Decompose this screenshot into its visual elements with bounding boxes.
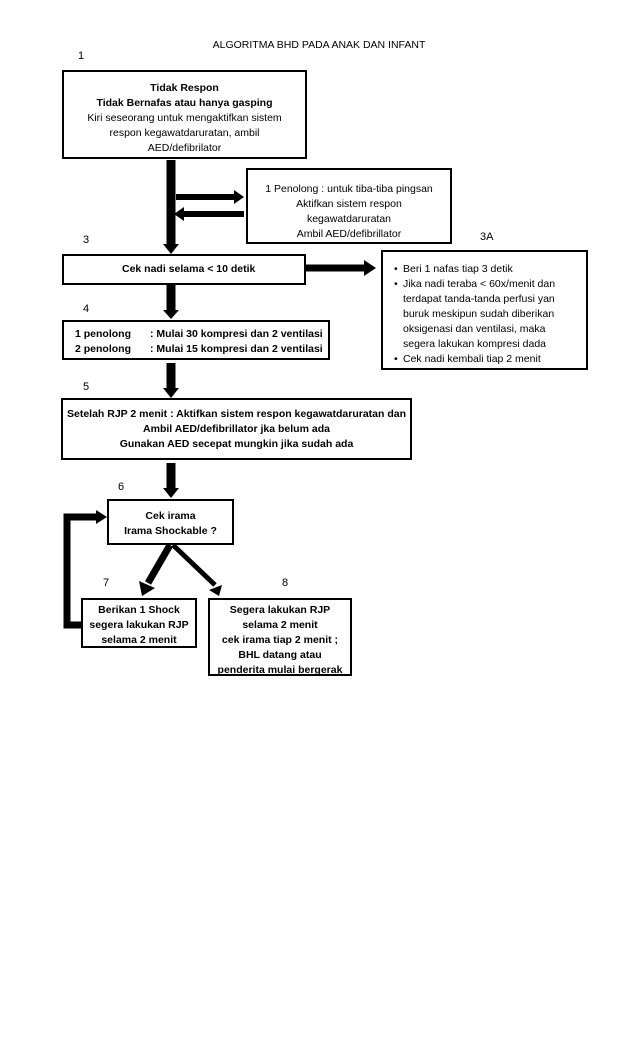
step-5-line-2: Ambil AED/defibrillator jka belum ada: [143, 423, 330, 435]
step-7-line-1: Berikan 1 Shock: [98, 604, 180, 616]
arrowhead-4-to-5: [163, 388, 179, 398]
step-8-line-4: BHL datang atau: [238, 649, 322, 661]
page-title: ALGORITMA BHD PADA ANAK DAN INFANT: [212, 39, 426, 51]
step-6-line-2: Irama Shockable ?: [124, 525, 217, 537]
step-8-box: Segera lakukan RJP selama 2 menit cek ir…: [208, 598, 352, 676]
step-1-line-2: Tidak Bernafas atau hanya gasping: [96, 97, 273, 109]
arrow-6-to-7: [144, 543, 174, 585]
step-3a-number: 3A: [480, 231, 494, 243]
step-1-line-1: Tidak Respon: [150, 82, 219, 94]
step-1-number: 1: [78, 50, 85, 62]
step-1-line-5: AED/defibrilator: [147, 142, 222, 154]
arrowhead-6-to-7: [139, 581, 155, 596]
step-1-line-4: respon kegawatdaruratan, ambil: [109, 127, 260, 139]
step-8-line-5: penderita mulai bergerak: [217, 664, 343, 676]
step-3a-bullet-list: Beri 1 nafas tiap 3 detik Jika nadi tera…: [394, 262, 580, 367]
step-4-row-2-value: : Mulai 15 kompresi dan 2 ventilasi: [150, 343, 323, 355]
step-4-row-2: 2 penolong : Mulai 15 kompresi dan 2 ven…: [75, 342, 328, 357]
arrow-6-to-8: [171, 543, 217, 587]
step-4-row-2-label: 2 penolong: [75, 343, 131, 355]
step-5-line-1: Setelah RJP 2 menit : Aktifkan sistem re…: [66, 408, 407, 420]
step-8-line-3: cek irama tiap 2 menit ;: [221, 634, 339, 646]
arrowhead-5-to-6: [163, 488, 179, 498]
step-7-line-3: selama 2 menit: [101, 634, 177, 646]
step-3-number: 3: [83, 234, 90, 246]
step-3a-bullet: Jika nadi teraba < 60x/menit dan terdapa…: [394, 277, 580, 352]
arrowhead-1-to-3: [163, 244, 179, 254]
step-6-box: Cek irama Irama Shockable ?: [107, 499, 234, 545]
step-1-line-3: Kiri seseorang untuk mengaktifkan sistem: [87, 112, 282, 124]
step-7-number: 7: [103, 577, 110, 589]
step-2-line-1: 1 Penolong : untuk tiba-tiba pingsan: [265, 183, 433, 195]
step-5-box: Setelah RJP 2 menit : Aktifkan sistem re…: [61, 398, 412, 460]
step-4-row-1-value: : Mulai 30 kompresi dan 2 ventilasi: [150, 328, 323, 340]
step-3-text: Cek nadi selama < 10 detik: [122, 263, 256, 275]
step-4-row-1: 1 penolong : Mulai 30 kompresi dan 2 ven…: [75, 327, 328, 342]
step-6-number: 6: [118, 481, 125, 493]
loop-7-to-6: [63, 513, 96, 629]
step-1-box: Tidak Respon Tidak Bernafas atau hanya g…: [62, 70, 307, 159]
arrowhead-loop-7-to-6: [96, 510, 107, 524]
step-2-line-4: Ambil AED/defibrillator: [296, 228, 402, 240]
arrowhead-3-to-3a: [364, 260, 376, 276]
step-5-number: 5: [83, 381, 90, 393]
step-8-line-2: selama 2 menit: [242, 619, 318, 631]
step-6-line-1: Cek irama: [145, 510, 196, 522]
step-2-box: 1 Penolong : untuk tiba-tiba pingsan Akt…: [246, 168, 452, 244]
step-2-line-3: kegawatdaruratan: [306, 213, 392, 225]
arrowhead-from-box2: [174, 207, 184, 221]
step-3-box: Cek nadi selama < 10 detik: [62, 254, 306, 285]
step-7-box: Berikan 1 Shock segera lakukan RJP selam…: [81, 598, 197, 648]
arrowhead-to-box2: [234, 190, 244, 204]
step-4-row-1-label: 1 penolong: [75, 328, 131, 340]
step-3a-box: Beri 1 nafas tiap 3 detik Jika nadi tera…: [381, 250, 588, 370]
arrowhead-6-to-8: [209, 585, 222, 596]
step-8-number: 8: [282, 577, 289, 589]
step-5-line-3: Gunakan AED secepat mungkin jika sudah a…: [119, 438, 354, 450]
step-3a-bullet: Cek nadi kembali tiap 2 menit: [394, 352, 580, 367]
step-3a-bullet: Beri 1 nafas tiap 3 detik: [394, 262, 580, 277]
arrowhead-3-to-4: [163, 310, 179, 319]
step-4-box: 1 penolong : Mulai 30 kompresi dan 2 ven…: [62, 320, 330, 360]
step-2-line-2: Aktifkan sistem respon: [296, 198, 402, 210]
step-8-line-1: Segera lakukan RJP: [229, 604, 331, 616]
step-7-line-2: segera lakukan RJP: [89, 619, 189, 631]
step-4-number: 4: [83, 303, 90, 315]
